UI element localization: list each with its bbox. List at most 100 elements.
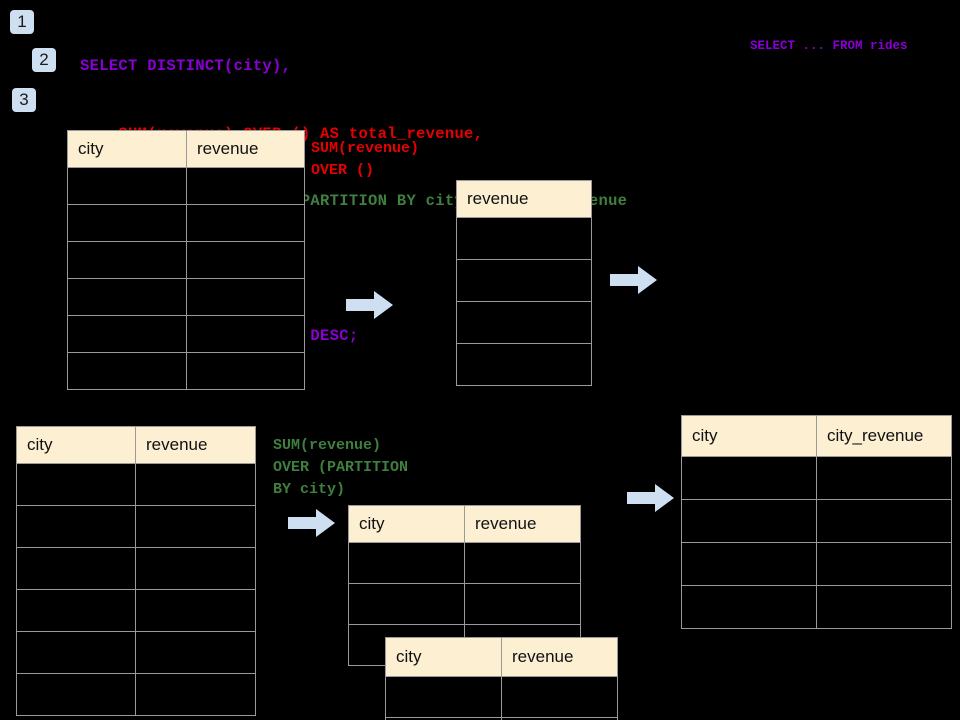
cell-revenue xyxy=(456,217,592,260)
cell-revenue xyxy=(186,315,305,353)
cell-city xyxy=(16,673,136,716)
table-row xyxy=(456,301,592,344)
cell-revenue xyxy=(501,717,618,720)
cell-city xyxy=(681,542,817,586)
side-note-select-from-rides: SELECT ... FROM rides xyxy=(750,39,908,53)
table-final-result: city city_revenue xyxy=(681,415,952,629)
table-header-row: city revenue xyxy=(348,505,581,543)
cell-city-revenue xyxy=(816,542,952,586)
cell-revenue xyxy=(186,167,305,205)
step-badge-2-label: 2 xyxy=(39,50,49,69)
table-row xyxy=(67,315,305,353)
table-row xyxy=(67,167,305,205)
cell-revenue xyxy=(186,278,305,316)
table-partition-group-front: city revenue xyxy=(385,637,618,720)
table-row xyxy=(385,676,618,718)
step-badge-3: 3 xyxy=(12,88,36,112)
cell-revenue xyxy=(456,343,592,386)
table-header-row: city revenue xyxy=(67,130,305,168)
cell-revenue xyxy=(501,676,618,718)
cell-revenue xyxy=(135,673,256,716)
table-header-row: city revenue xyxy=(385,637,618,677)
table-row xyxy=(67,204,305,242)
step-badge-1-label: 1 xyxy=(17,12,27,31)
cell-revenue xyxy=(135,505,256,548)
annotation-over-empty: SUM(revenue) OVER () xyxy=(311,140,420,179)
step-badge-1: 1 xyxy=(10,10,34,34)
cell-revenue xyxy=(135,589,256,632)
cell-revenue xyxy=(186,204,305,242)
cell-revenue xyxy=(135,547,256,590)
table-row xyxy=(681,499,952,543)
table-row xyxy=(16,631,256,674)
column-header-city: city xyxy=(67,130,187,168)
cell-revenue xyxy=(464,583,581,625)
table-row xyxy=(16,673,256,716)
table-row xyxy=(348,542,581,584)
table-row xyxy=(67,241,305,279)
arrow-source-to-total xyxy=(346,290,394,320)
cell-city-revenue xyxy=(816,499,952,543)
arrow-source-to-partition xyxy=(288,508,336,538)
table-row xyxy=(456,343,592,386)
table-row xyxy=(456,217,592,260)
cell-city xyxy=(67,278,187,316)
cell-city xyxy=(681,456,817,500)
arrow-total-to-result xyxy=(610,265,658,295)
column-header-revenue: revenue xyxy=(186,130,305,168)
cell-city xyxy=(67,241,187,279)
cell-city xyxy=(16,631,136,674)
cell-revenue xyxy=(186,352,305,390)
table-row xyxy=(16,463,256,506)
cell-revenue xyxy=(456,259,592,302)
column-header-revenue: revenue xyxy=(456,180,592,218)
table-partition-group-back: city revenue xyxy=(348,505,581,666)
sql-line-select: SELECT DISTINCT(city), xyxy=(80,57,292,75)
cell-city xyxy=(348,583,465,625)
column-header-city: city xyxy=(16,426,136,464)
column-header-city: city xyxy=(348,505,465,543)
column-header-city: city xyxy=(681,415,817,457)
table-row xyxy=(681,542,952,586)
column-header-revenue: revenue xyxy=(135,426,256,464)
step-badge-3-label: 3 xyxy=(19,90,29,109)
cell-revenue xyxy=(135,631,256,674)
cell-revenue xyxy=(186,241,305,279)
table-header-row: revenue xyxy=(456,180,592,218)
cell-city xyxy=(67,352,187,390)
step-badge-2: 2 xyxy=(32,48,56,72)
table-total-revenue: revenue xyxy=(456,180,592,386)
cell-revenue xyxy=(135,463,256,506)
cell-city xyxy=(67,204,187,242)
annotation-over-partition: SUM(revenue) OVER (PARTITION BY city) xyxy=(273,437,409,498)
cell-city xyxy=(681,585,817,629)
cell-revenue xyxy=(464,542,581,584)
cell-city-revenue xyxy=(816,456,952,500)
cell-city xyxy=(681,499,817,543)
cell-city xyxy=(16,505,136,548)
cell-city xyxy=(67,315,187,353)
table-row xyxy=(385,717,618,720)
table-row xyxy=(16,505,256,548)
column-header-revenue: revenue xyxy=(501,637,618,677)
arrow-partition-to-result xyxy=(627,483,675,513)
table-row xyxy=(16,547,256,590)
cell-city xyxy=(16,547,136,590)
table-rides-source-top: city revenue xyxy=(67,130,305,390)
cell-city xyxy=(348,542,465,584)
table-row xyxy=(16,589,256,632)
cell-revenue xyxy=(456,301,592,344)
table-row xyxy=(681,585,952,629)
table-row xyxy=(456,259,592,302)
cell-city xyxy=(385,676,502,718)
table-header-row: city city_revenue xyxy=(681,415,952,457)
column-header-city: city xyxy=(385,637,502,677)
table-row xyxy=(67,278,305,316)
cell-city xyxy=(16,589,136,632)
cell-city xyxy=(16,463,136,506)
cell-city xyxy=(67,167,187,205)
table-rides-source-bottom: city revenue xyxy=(16,426,256,716)
column-header-city-revenue: city_revenue xyxy=(816,415,952,457)
table-row xyxy=(348,583,581,625)
